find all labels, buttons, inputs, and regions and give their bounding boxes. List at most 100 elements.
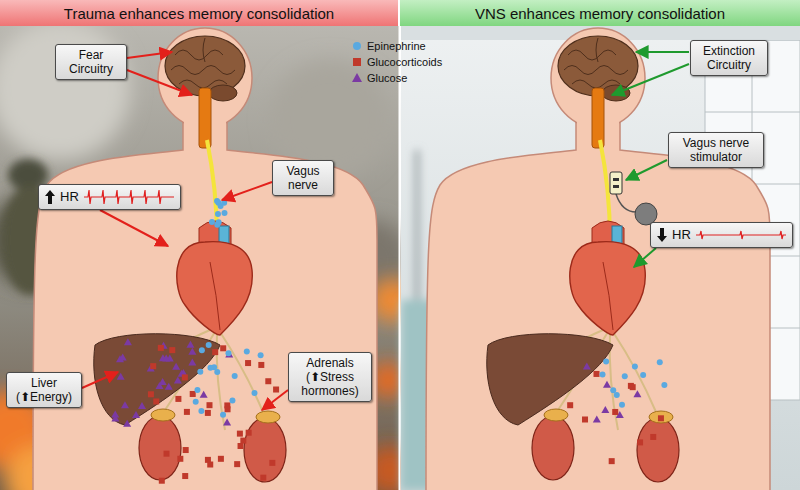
legend-swatch [352,57,362,67]
glucocorticoid-marker [182,374,188,380]
glucocorticoid-marker [158,345,164,351]
brain-gyrus [596,38,598,62]
legend-text: Glucose [367,70,407,86]
glucocorticoid-marker [245,360,251,366]
glucose-marker [119,353,127,360]
brain-gyrus [175,50,223,60]
leader-arrow [222,182,272,200]
leader-arrow [82,372,118,388]
glucocorticoid-marker [169,347,175,353]
liver [94,334,220,425]
epinephrine-marker [209,219,215,225]
epinephrine-marker [252,390,258,396]
adrenal-gland [544,409,568,421]
leader-arrow [636,51,689,53]
epinephrine-marker [197,369,203,375]
body-silhouette [33,118,377,490]
glucocorticoid-marker [153,398,159,404]
glucocorticoid-marker [148,391,154,397]
arrow-glyph [657,228,667,242]
vagus-nerve-stimulator-device [610,172,657,225]
callout-box: Adrenals (⬆Stress hormones) [288,352,372,402]
epinephrine-marker [194,387,200,393]
epinephrine-marker [632,364,638,370]
human-figure [426,28,770,490]
node-text: Adrenals (⬆Stress hormones) [294,356,366,398]
heart-septum [210,262,220,330]
glucocorticoid-marker [650,434,656,440]
legend-item: Epinephrine [352,38,442,54]
epinephrine-marker [207,365,213,371]
peripheral-nerve [220,332,263,412]
panel-header: Trauma enhances memory consolidation [0,0,398,26]
glucocorticoid-marker [237,431,243,437]
iv-pole [415,150,419,300]
glucocorticoid-marker [175,396,181,402]
epinephrine-marker [222,210,228,216]
brainstem [199,88,211,148]
legend: EpinephrineGlucocorticoidsGlucose [352,38,442,86]
brain-gyrus [568,50,616,60]
node-text: Liver (⬆Energy) [12,376,76,404]
electrode-contact [613,185,619,188]
kidney [637,418,679,482]
node-text: Trauma enhances memory consolidation [64,5,334,22]
glucocorticoid-marker [240,438,246,444]
human-figure [33,28,377,490]
glucocorticoid-marker [265,378,271,384]
glucose-marker [111,415,119,422]
epinephrine-marker [614,392,620,398]
glucocorticoid-marker [234,461,240,467]
arrow-glyph [45,190,55,204]
glucose-marker [123,420,131,427]
brainstem [592,88,604,148]
glucose-marker [117,373,125,380]
epinephrine-marker [198,408,204,414]
swatch-square [353,58,361,66]
heart-septum [603,262,613,330]
callout-box: Extinction Circuitry [690,40,768,76]
epinephrine-marker [225,350,231,356]
body-silhouette [426,118,770,490]
glucocorticoid-marker [612,409,618,415]
epinephrine-marker [661,382,667,388]
glucose-marker [593,415,601,422]
epinephrine-marker [193,399,199,405]
node-text: HR [672,228,691,242]
epinephrine-marker [603,358,609,364]
glucose-marker [200,391,208,398]
leader-arrow [634,248,656,267]
node-text: Extinction Circuitry [696,44,762,72]
glucocorticoid-marker [609,458,615,464]
glucose-marker [156,382,164,389]
glucocorticoid-marker [582,416,588,422]
glucose-marker [174,376,182,383]
leader-arrow [626,160,667,180]
callout-box: Vagus nerve stimulator [668,132,764,168]
epinephrine-marker [199,347,205,353]
glucocorticoid-marker [258,362,264,368]
kidney [532,416,574,480]
epinephrine-marker [229,397,235,403]
glucocorticoid-marker [159,478,165,484]
glucocorticoid-marker [269,460,275,466]
stimulator-electrode [610,172,622,194]
epinephrine-marker [215,211,221,217]
node-text: HR [60,190,79,204]
ecg-line [84,190,174,204]
glucocorticoid-marker [190,391,196,397]
glucocorticoid-marker [220,345,226,351]
glucocorticoid-marker [630,384,636,390]
glucose-marker [601,406,609,413]
callout-box: Fear Circuitry [55,44,127,80]
legend-swatch [352,41,362,51]
cerebellum [209,85,237,101]
leader-arrow [127,70,192,95]
glucose-marker [603,381,611,388]
panel-header: VNS enhances memory consolidation [400,0,800,26]
glucocorticoid-marker [205,410,211,416]
epinephrine-marker [220,412,226,418]
molecules [111,198,667,484]
epinephrine-marker [610,387,616,393]
